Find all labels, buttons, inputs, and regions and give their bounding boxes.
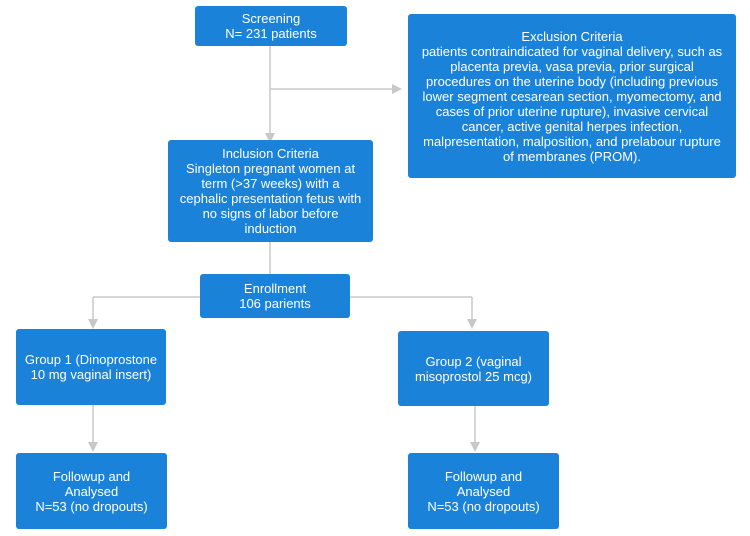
group2-label: Group 2 (vaginal misoprostol 25 mcg) bbox=[414, 353, 533, 384]
group1-box: Group 1 (Dinoprostone 10 mg vaginal inse… bbox=[16, 329, 166, 405]
enrollment-box: Enrollment 106 parients bbox=[200, 274, 350, 318]
screening-count: N= 231 patients bbox=[225, 26, 317, 41]
screening-box: Screening N= 231 patients bbox=[195, 6, 347, 46]
arrowhead-group1 bbox=[88, 319, 98, 329]
group1-label: Group 1 (Dinoprostone 10 mg vaginal inse… bbox=[24, 352, 158, 382]
exclusion-detail: patients contraindicated for vaginal del… bbox=[421, 43, 723, 164]
enrollment-count: 106 parients bbox=[239, 296, 311, 311]
exclusion-box: Exclusion Criteria patients contraindica… bbox=[408, 14, 736, 178]
inclusion-detail: Singleton pregnant women at term (>37 we… bbox=[179, 161, 362, 236]
screening-title: Screening bbox=[241, 11, 301, 26]
arrowhead-followup1 bbox=[88, 442, 98, 452]
group2-box: Group 2 (vaginal misoprostol 25 mcg) bbox=[398, 331, 549, 406]
followup1-box: Followup and Analysed N=53 (no dropouts) bbox=[16, 453, 167, 529]
inclusion-box: Inclusion Criteria Singleton pregnant wo… bbox=[168, 140, 373, 242]
followup2-count: N=53 (no dropouts) bbox=[427, 498, 540, 514]
enrollment-title: Enrollment bbox=[243, 281, 307, 296]
followup2-title: Followup and Analysed bbox=[444, 468, 523, 499]
followup1-title: Followup and Analysed bbox=[52, 468, 131, 499]
arrowhead-followup2 bbox=[470, 442, 480, 452]
followup2-box: Followup and Analysed N=53 (no dropouts) bbox=[408, 453, 559, 529]
arrowhead-inclusion bbox=[265, 133, 275, 143]
followup1-count: N=53 (no dropouts) bbox=[35, 498, 148, 514]
arrowhead-group2 bbox=[467, 319, 477, 329]
arrowhead-exclusion bbox=[392, 84, 402, 94]
exclusion-title: Exclusion Criteria bbox=[521, 28, 623, 44]
inclusion-title: Inclusion Criteria bbox=[222, 146, 319, 161]
